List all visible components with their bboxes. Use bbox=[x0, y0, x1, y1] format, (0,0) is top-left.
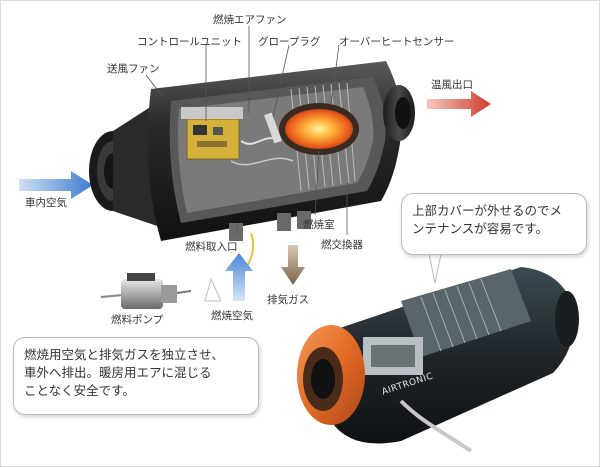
label-fuel-pump: 燃料ポンプ bbox=[111, 314, 164, 326]
cabin-air-arrow bbox=[19, 171, 93, 199]
callout-safety-line2: 車外へ排出。暖房用エアに混じる bbox=[24, 365, 212, 381]
label-exhaust-gas: 排気ガス bbox=[267, 294, 309, 306]
heater-photo bbox=[297, 267, 579, 453]
label-combustion-chamber: 燃焼室 bbox=[303, 219, 335, 231]
label-combustion-air: 燃焼空気 bbox=[211, 310, 253, 322]
label-heat-exchanger: 燃交換器 bbox=[321, 239, 363, 251]
fuel-pump-illustration bbox=[100, 273, 192, 309]
callout-safety-line1: 燃焼用空気と排気ガスを独立させ、 bbox=[24, 347, 225, 362]
label-blower-fan: 送風ファン bbox=[107, 63, 160, 75]
label-fuel-inlet: 燃料取入口 bbox=[185, 241, 238, 253]
leader-lines bbox=[145, 26, 348, 235]
callout-safety: 燃焼用空気と排気ガスを独立させ、 車外へ排出。暖房用エアに混じる ことなく安全で… bbox=[13, 337, 259, 415]
callout-maintenance-line1: 上部カバーが外せるのでメ bbox=[412, 203, 563, 218]
combustion-air-arrow bbox=[225, 253, 253, 301]
heater-cutaway bbox=[89, 61, 415, 280]
label-cabin-air: 車内空気 bbox=[25, 197, 67, 209]
label-fuel-air-fan: 燃焼エアファン bbox=[213, 14, 287, 26]
exhaust-arrow bbox=[281, 245, 305, 285]
hot-air-arrow bbox=[427, 91, 491, 117]
callout-maintenance: 上部カバーが外せるのでメ ンテナンスが容易です。 bbox=[401, 193, 587, 255]
label-overheat-sensor: オーバーヒートセンサー bbox=[339, 36, 455, 48]
callout-maintenance-line2: ンテナンスが容易です。 bbox=[412, 221, 549, 237]
callout-pointer-left bbox=[204, 277, 222, 302]
callout-safety-line3: ことなく安全です。 bbox=[24, 383, 135, 399]
label-glow-plug: グロープラグ bbox=[258, 36, 321, 48]
label-control-unit: コントロールユニット bbox=[137, 36, 242, 48]
label-hot-air-outlet: 温風出口 bbox=[431, 79, 473, 91]
callout-pointer-right bbox=[428, 253, 442, 284]
